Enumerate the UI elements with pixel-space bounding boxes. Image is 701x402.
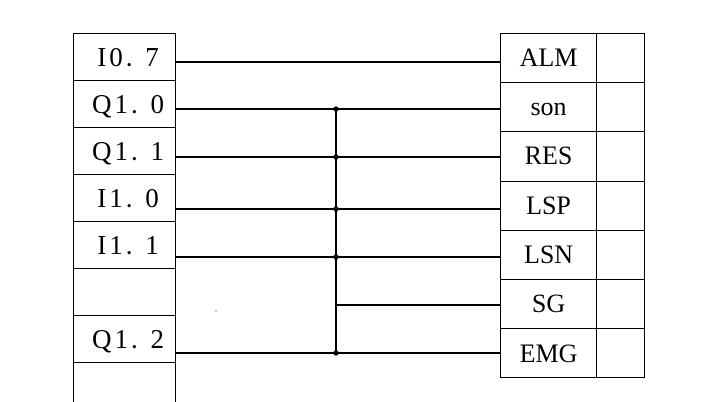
servo-signal-label: SG (501, 279, 597, 329)
servo-signal-label: EMG (501, 329, 597, 379)
plc-address-label: I0. 7 (97, 41, 162, 72)
servo-value-cell (597, 132, 644, 180)
table-row (74, 269, 175, 316)
junction-dot-lsn (333, 254, 339, 260)
junction-dot-son (333, 106, 339, 112)
plc-address-label: Q1. 1 (92, 135, 167, 166)
servo-value-cell (597, 83, 644, 131)
servo-value-cell (597, 231, 644, 279)
table-row: Q1. 1 (74, 128, 175, 175)
servo-value-cell (597, 182, 644, 230)
table-row: I0. 7 (74, 34, 175, 81)
table-row: son (501, 83, 644, 133)
servo-signal-label: son (501, 83, 597, 132)
table-row: LSP (501, 181, 644, 231)
plc-address-label: I1. 0 (97, 182, 162, 213)
servo-value-cell (597, 34, 644, 82)
servo-value-cell (597, 329, 644, 378)
servo-signal-label: LSP (501, 181, 597, 230)
table-row (74, 363, 175, 402)
table-row: ALM (501, 34, 644, 84)
servo-terminal-table: ALM son RES LSP LSN SG EMG (500, 33, 645, 379)
plc-address-label: I1. 1 (97, 229, 162, 260)
table-row: SG (501, 279, 644, 330)
scan-artifact-speck (215, 310, 217, 312)
servo-signal-label: LSN (501, 230, 597, 279)
table-row: RES (501, 132, 644, 182)
plc-address-label: Q1. 2 (92, 323, 167, 354)
table-row: EMG (501, 329, 644, 379)
junction-dot-lsp (333, 206, 339, 212)
plc-address-table: I0. 7 Q1. 0 Q1. 1 I1. 0 I1. 1 Q1. 2 (73, 33, 176, 402)
plc-address-label: Q1. 0 (92, 88, 167, 119)
junction-dot-res (333, 154, 339, 160)
servo-signal-label: RES (501, 132, 597, 181)
junction-dot-emg (333, 350, 339, 356)
table-row: LSN (501, 230, 644, 280)
table-row: I1. 1 (74, 222, 175, 269)
table-row: Q1. 0 (74, 81, 175, 128)
table-row: Q1. 2 (74, 316, 175, 363)
servo-value-cell (597, 280, 644, 328)
table-row: I1. 0 (74, 175, 175, 222)
servo-signal-label: ALM (501, 34, 597, 83)
